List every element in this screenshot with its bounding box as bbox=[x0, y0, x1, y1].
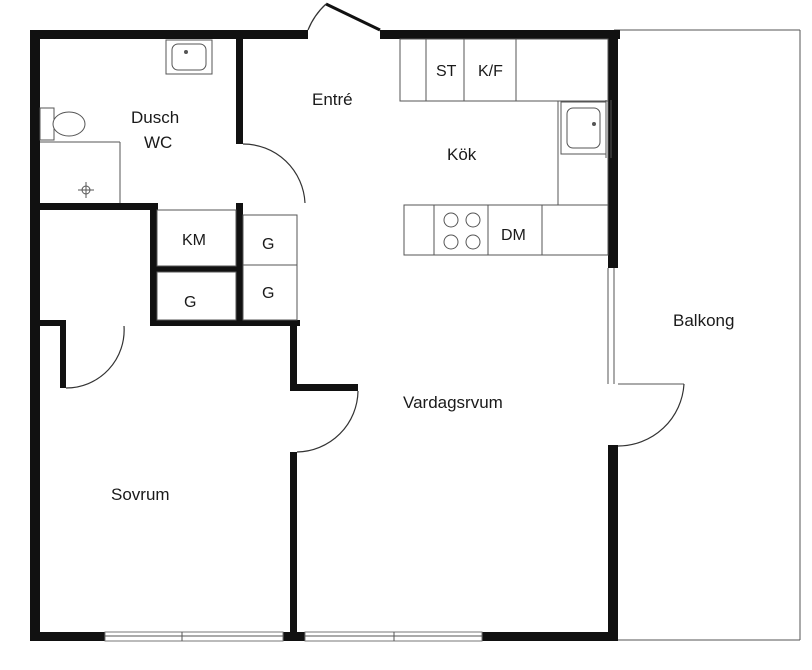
fixture-label-g-upper: G bbox=[262, 236, 274, 253]
fixture-label-g-lower-right: G bbox=[262, 285, 274, 302]
entrance-door bbox=[307, 2, 381, 32]
room-label-entre: Entré bbox=[312, 90, 353, 109]
bathroom-sink-icon bbox=[165, 39, 213, 75]
stove-icon bbox=[443, 212, 481, 250]
fixture-label-dm: DM bbox=[501, 227, 526, 244]
room-label-vardagsrum: Vardagsrvum bbox=[403, 393, 503, 412]
shower-area bbox=[40, 141, 121, 203]
balcony-outline bbox=[614, 29, 801, 641]
exterior-walls bbox=[30, 30, 620, 641]
closet-g-left bbox=[156, 271, 237, 321]
room-label-dusch: Dusch bbox=[131, 108, 179, 127]
fixture-label-kf: K/F bbox=[478, 63, 503, 80]
window-bottom-bedroom bbox=[104, 631, 284, 642]
balcony-door-frame bbox=[607, 268, 615, 384]
living-room-door bbox=[296, 390, 359, 453]
fixture-label-km: KM bbox=[182, 232, 206, 249]
closet-g-right bbox=[242, 214, 298, 321]
fixture-label-st: ST bbox=[436, 63, 457, 80]
bathroom-door bbox=[242, 143, 306, 204]
kitchen-sink-icon bbox=[560, 100, 612, 158]
toilet-icon bbox=[39, 107, 86, 141]
window-bottom-living bbox=[304, 631, 483, 642]
room-label-balkong: Balkong bbox=[673, 311, 734, 330]
kitchen-lower-counter bbox=[403, 204, 609, 256]
interior-walls bbox=[36, 36, 358, 640]
room-label-kok: Kök bbox=[447, 145, 477, 164]
room-label-sovrum: Sovrum bbox=[111, 485, 170, 504]
room-label-wc: WC bbox=[144, 133, 172, 152]
balcony-door bbox=[617, 383, 685, 447]
fixture-label-g-lower-left: G bbox=[184, 294, 196, 311]
shower-drain-icon bbox=[78, 182, 94, 198]
bedroom-door bbox=[65, 325, 125, 389]
closet-km bbox=[156, 209, 237, 267]
